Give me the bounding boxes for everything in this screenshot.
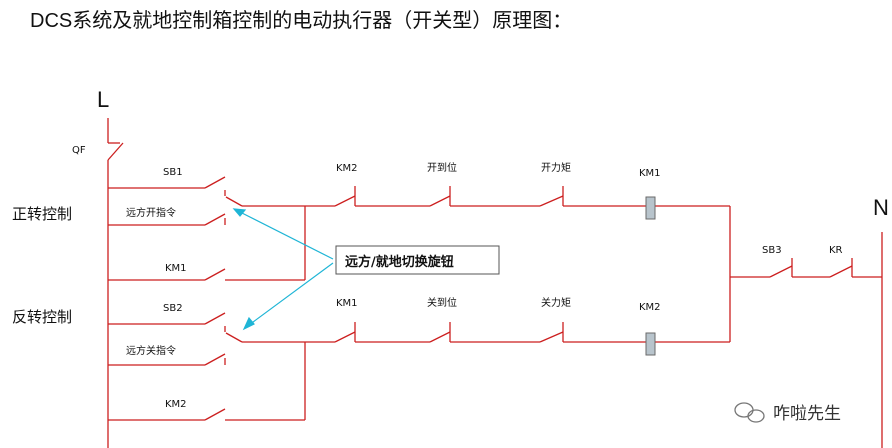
km2-coil	[645, 332, 656, 356]
close-torque-label: 关力矩	[541, 296, 571, 309]
sb1-contact	[204, 176, 226, 189]
switch-blade-forward	[225, 196, 243, 207]
km1-coil-label: KM1	[639, 168, 661, 179]
km2-coil-label: KM2	[639, 302, 661, 313]
switch-blade-reverse	[225, 332, 243, 343]
neutral-label: N	[873, 195, 889, 220]
remote-close-contact	[204, 353, 226, 366]
arrow-head-reverse	[242, 316, 255, 331]
reverse-control-label: 反转控制	[12, 308, 72, 326]
callout-box	[335, 245, 500, 275]
wechat-icon	[734, 402, 765, 423]
callout-arrows	[232, 208, 334, 331]
forward-control-label: 正转控制	[12, 205, 72, 223]
km1-interlock-label: KM1	[336, 298, 358, 309]
km2-interlock-label: KM2	[336, 163, 358, 174]
sb3-label: SB3	[762, 245, 782, 256]
remote-open-contact	[204, 213, 226, 226]
km1-coil	[645, 196, 656, 220]
diagram-title: DCS系统及就地控制箱控制的电动执行器（开关型）原理图：	[30, 9, 572, 32]
wiring	[107, 118, 883, 448]
sb2-label: SB2	[163, 303, 183, 314]
open-limit-label: 开到位	[427, 161, 457, 174]
km2-hold-label: KM2	[165, 399, 187, 410]
callout-label: 远方/就地切换旋钮	[345, 254, 454, 270]
sb1-label: SB1	[163, 167, 183, 178]
watermark-label: 咋啦先生	[773, 404, 841, 424]
close-limit-label: 关到位	[427, 296, 457, 309]
km2-hold-contact	[204, 408, 226, 421]
kr-label: KR	[829, 245, 843, 256]
km1-hold-label: KM1	[165, 263, 187, 274]
live-label: L	[97, 87, 109, 112]
arrow-to-forward-switch	[237, 210, 334, 260]
sb2-contact	[204, 312, 226, 325]
remote-open-label: 远方开指令	[126, 206, 176, 219]
qf-breaker-blade	[107, 142, 124, 161]
arrow-head-forward	[232, 208, 247, 217]
km1-hold-contact	[204, 268, 226, 281]
open-torque-label: 开力矩	[541, 161, 571, 174]
watermark: 咋啦先生	[734, 402, 841, 424]
breaker-label: QF	[72, 145, 86, 156]
arrow-to-reverse-switch	[248, 262, 334, 326]
remote-close-label: 远方关指令	[126, 344, 176, 357]
